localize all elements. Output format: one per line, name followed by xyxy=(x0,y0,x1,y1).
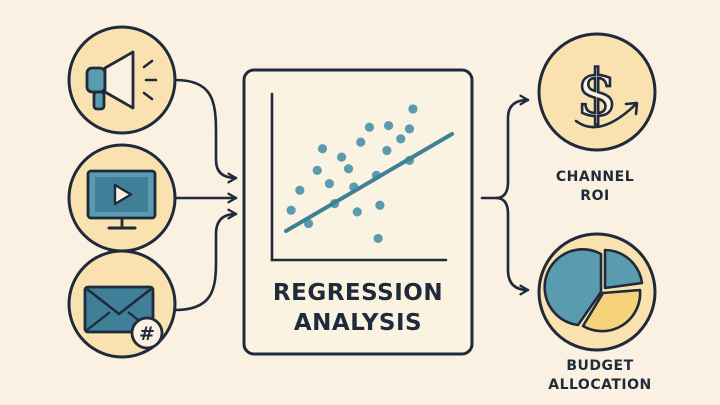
scatter-point xyxy=(356,137,366,147)
scatter-point xyxy=(364,122,375,132)
scatter-point xyxy=(396,134,406,144)
arrow-analysis-to-budget xyxy=(494,196,530,296)
scatter-point xyxy=(286,205,296,215)
channel-roi-label: CHANNEL ROI xyxy=(520,168,670,206)
regression-analysis-title: REGRESSION ANALYSIS xyxy=(244,278,472,338)
regression-analysis-panel xyxy=(242,68,474,356)
input-node-email: # xyxy=(67,249,177,359)
arrow-analysis-to-roi xyxy=(480,94,530,200)
scatter-plot xyxy=(270,92,454,262)
megaphone-icon xyxy=(85,50,158,111)
scatter-point xyxy=(343,164,354,174)
scatter-point xyxy=(408,104,418,114)
scatter-point xyxy=(312,165,322,175)
roi-label-line-1: CHANNEL xyxy=(555,169,635,185)
scatter-point xyxy=(295,185,305,195)
monitor-play-icon xyxy=(86,169,157,230)
scatter-point xyxy=(324,179,335,189)
scatter-point xyxy=(352,207,362,217)
input-node-megaphone xyxy=(67,25,177,135)
hashtag-badge-text: # xyxy=(139,323,155,345)
scatter-point xyxy=(382,145,392,156)
dollar-growth-icon: $ xyxy=(574,56,639,132)
pie-slice-yellow xyxy=(581,288,642,333)
scatter-point xyxy=(337,152,347,162)
pie-chart-icon xyxy=(543,247,644,333)
scatter-point xyxy=(317,144,328,154)
title-line-2: ANALYSIS xyxy=(293,310,423,336)
hashtag-badge xyxy=(130,316,164,350)
budget-label-line-2: ALLOCATION xyxy=(548,377,652,393)
arrow-email-to-analysis xyxy=(173,208,238,312)
title-line-1: REGRESSION xyxy=(272,280,444,306)
budget-allocation-label: BUDGET ALLOCATION xyxy=(520,357,680,395)
email-hashtag-icon: # xyxy=(83,285,164,350)
scatter-point xyxy=(373,233,383,244)
pie-slice-blue xyxy=(603,248,644,290)
arrow-megaphone-to-analysis xyxy=(173,78,238,184)
output-node-budget xyxy=(537,232,657,352)
input-node-monitor xyxy=(67,143,177,253)
scatter-point xyxy=(383,120,394,131)
budget-label-line-1: BUDGET xyxy=(566,358,634,374)
pie-slice-teal xyxy=(543,247,603,327)
scatter-point xyxy=(404,124,415,134)
scatter-point xyxy=(375,200,385,210)
regression-trend-line xyxy=(284,132,454,233)
roi-label-line-2: ROI xyxy=(580,188,610,204)
output-node-roi: $ xyxy=(537,32,657,152)
dollar-glyph: $ xyxy=(577,57,618,131)
